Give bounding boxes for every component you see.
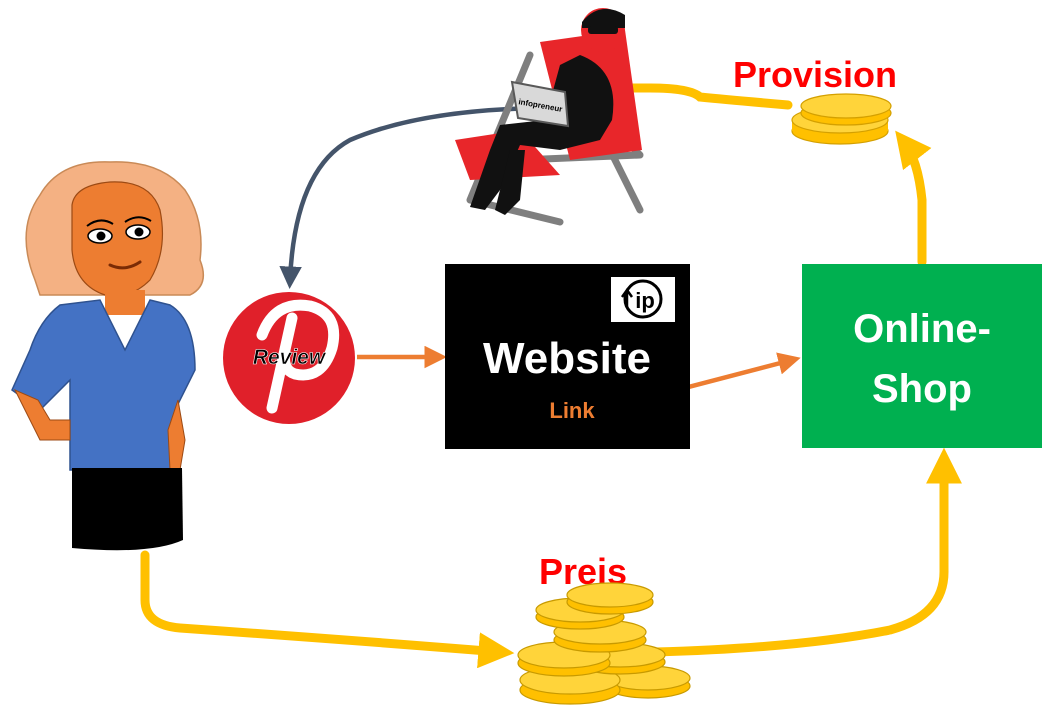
money-flow-provision-to-affiliate xyxy=(589,70,793,110)
customer-face xyxy=(71,181,164,297)
money-flow-coins-to-shop xyxy=(650,447,962,657)
provision-coins xyxy=(791,93,892,145)
money-flow xyxy=(140,70,962,669)
website-link[interactable]: Link xyxy=(549,398,595,423)
customer-figure xyxy=(11,161,205,551)
ip-logo-arrow xyxy=(620,287,634,308)
review-label: Review xyxy=(253,346,327,369)
laptop-icon: infopreneur xyxy=(510,80,570,128)
provision-label: Provision xyxy=(733,54,897,95)
website-title: Website xyxy=(483,334,651,383)
pinterest-p-icon xyxy=(256,299,340,414)
online-shop-box: Online- Shop xyxy=(802,264,1042,448)
pinterest-logo: Review xyxy=(223,292,355,424)
money-flow-customer-to-coins xyxy=(140,550,515,669)
money-flow-shop-to-provision xyxy=(895,130,932,267)
ip-logo xyxy=(611,277,675,322)
affiliate-body xyxy=(470,55,614,210)
review-arrow xyxy=(279,105,543,289)
affiliate-figure: infopreneur xyxy=(455,8,644,226)
customer-shirt xyxy=(11,299,196,471)
ip-logo-text: ip xyxy=(635,288,655,313)
website-box: ip Website Link xyxy=(445,264,690,449)
customer-skirt xyxy=(72,468,183,551)
online-shop-line2: Shop xyxy=(872,367,972,411)
ip-logo-circle xyxy=(623,279,663,319)
online-shop-line1: Online- xyxy=(853,307,991,351)
preis-coins xyxy=(517,582,691,705)
